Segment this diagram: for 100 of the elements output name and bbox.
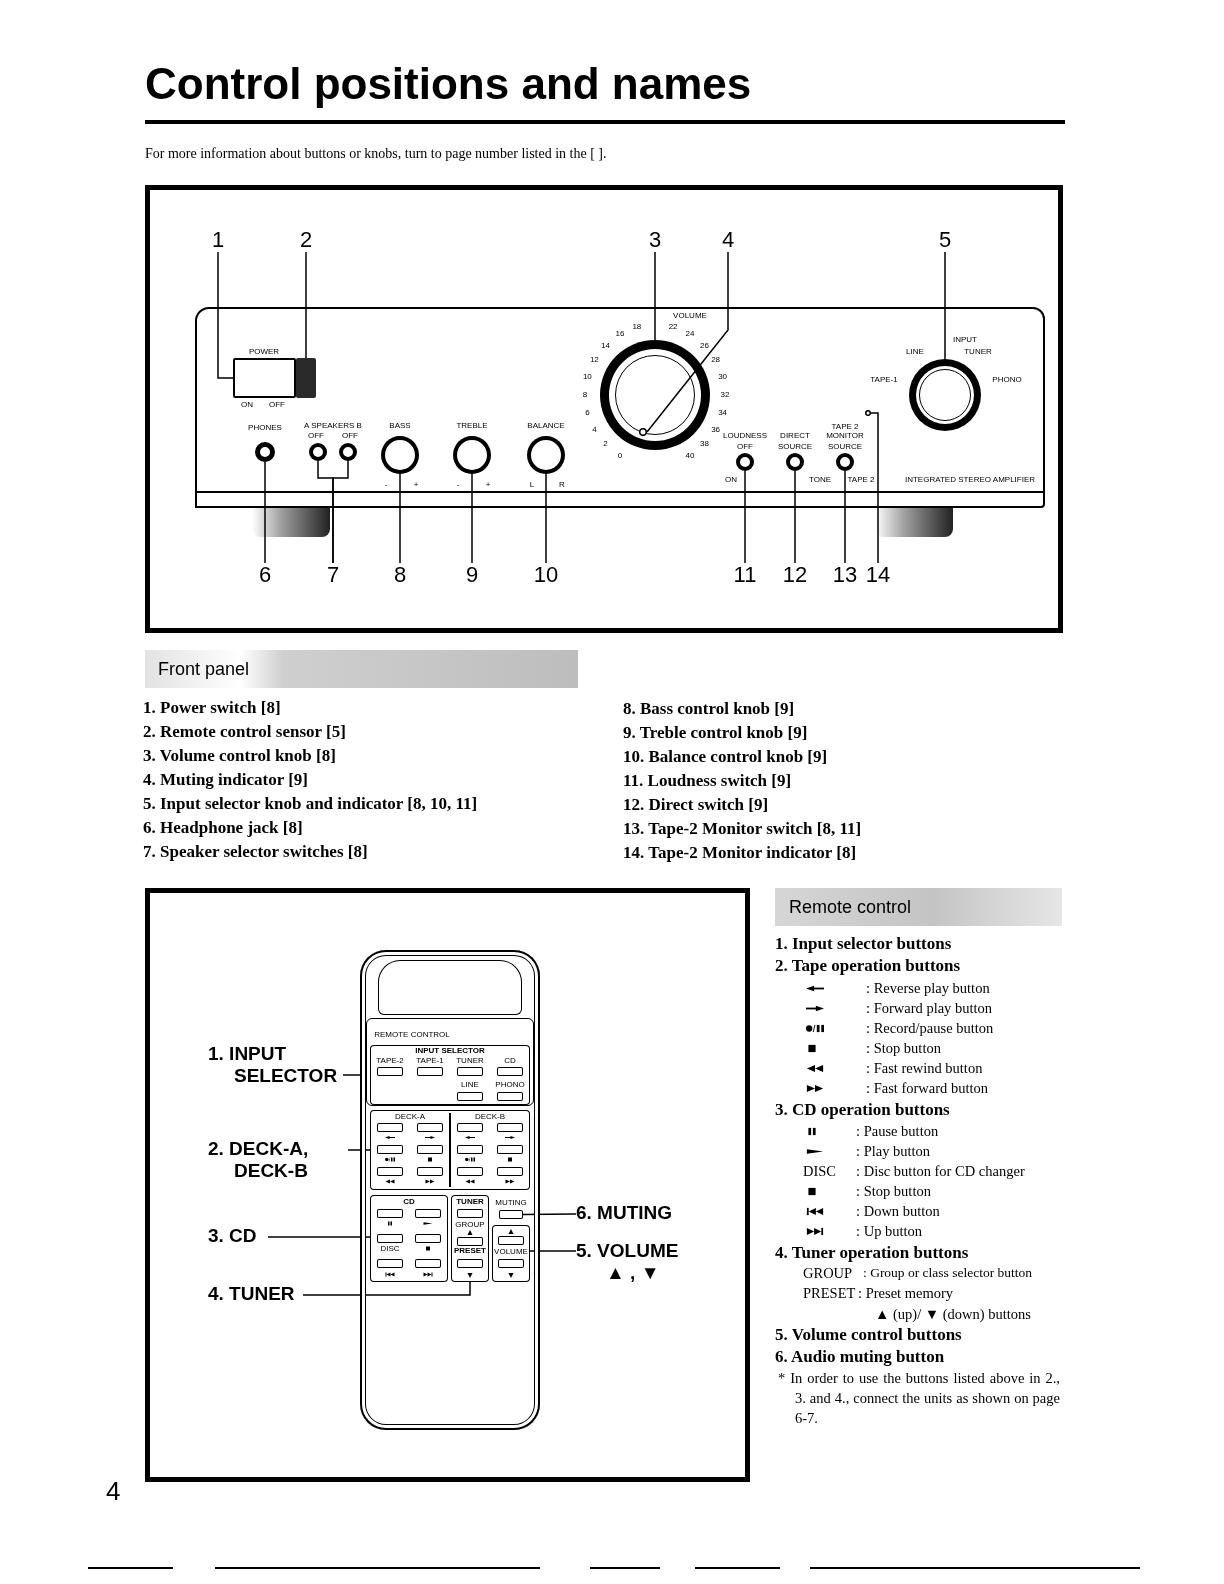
panel-label: L bbox=[529, 481, 535, 489]
scale-number: 30 bbox=[718, 372, 728, 381]
list-item: 4. Tuner operation buttons bbox=[775, 1242, 969, 1264]
leader-line bbox=[267, 1236, 371, 1238]
list-entry: : Reverse play button bbox=[866, 979, 990, 998]
panel-label: INPUT bbox=[953, 336, 977, 344]
list-entry: DISC bbox=[803, 1162, 837, 1181]
callout-number: 9 bbox=[458, 563, 486, 589]
scale-number: 12 bbox=[589, 356, 599, 364]
list-item: 4. Muting indicator [9] bbox=[143, 769, 308, 791]
scale-number: 0 bbox=[617, 451, 623, 460]
balance-knob bbox=[527, 436, 565, 474]
callout-number: 13 bbox=[831, 563, 859, 589]
list-item: 2. Remote control sensor [5] bbox=[143, 721, 346, 743]
leader-line bbox=[794, 470, 796, 564]
panel-label: VOLUME bbox=[673, 312, 707, 320]
leader-line bbox=[654, 251, 656, 341]
leader-line bbox=[844, 470, 846, 564]
panel-label: LOUDNESS bbox=[723, 432, 767, 440]
scale-number: 38 bbox=[700, 440, 709, 449]
panel-label: SOURCE bbox=[777, 443, 813, 451]
scale-number: 16 bbox=[615, 330, 625, 339]
leader-line bbox=[744, 470, 746, 564]
callout-number: 4 bbox=[718, 228, 738, 252]
panel-label: LINE bbox=[906, 348, 924, 356]
button-label: CD bbox=[504, 1057, 516, 1065]
remote-control-body bbox=[360, 950, 540, 1430]
list-entry: : Forward play button bbox=[866, 999, 993, 1018]
leader-line bbox=[545, 473, 547, 564]
scale-number: 28 bbox=[711, 356, 721, 364]
leader-line bbox=[529, 1250, 577, 1252]
button-label: TAPE-1 bbox=[416, 1057, 444, 1065]
list-entry: : Play button bbox=[856, 1142, 931, 1161]
list-item: 1. Input selector buttons bbox=[775, 933, 952, 955]
button-panel bbox=[370, 1110, 530, 1190]
scale-number: 26 bbox=[700, 341, 709, 350]
button-label: PRESET bbox=[454, 1247, 486, 1255]
leader-line bbox=[217, 251, 234, 379]
list-item: 1. Power switch [8] bbox=[143, 697, 281, 719]
callout-label: 2. DECK-A, DECK-B bbox=[208, 1138, 348, 1183]
list-item: 6. Audio muting button bbox=[775, 1346, 945, 1368]
panel-label: PHONES bbox=[248, 424, 282, 432]
scale-number: 40 bbox=[685, 451, 695, 460]
list-item: 2. Tape operation buttons bbox=[775, 955, 961, 977]
button-label: TAPE-2 bbox=[376, 1057, 404, 1065]
list-item: 5. Input selector knob and indicator [8, 10, 11] bbox=[143, 793, 478, 815]
push-switch bbox=[836, 453, 854, 471]
leader-line bbox=[264, 461, 266, 564]
list-item: 9. Treble control knob [9] bbox=[623, 722, 808, 744]
panel-label: TUNER bbox=[964, 348, 992, 356]
list-item: 5. Volume control buttons bbox=[775, 1324, 962, 1346]
scale-number: 22 bbox=[668, 323, 678, 332]
list-entry: GROUP bbox=[803, 1264, 853, 1283]
callout-number: 7 bbox=[319, 563, 347, 589]
volume-knob bbox=[600, 340, 710, 450]
panel-label: SOURCE bbox=[827, 443, 863, 451]
leader-line bbox=[944, 251, 946, 360]
panel-label: A SPEAKERS B bbox=[304, 422, 362, 430]
callout-number: 10 bbox=[531, 563, 561, 589]
button-label: TUNER bbox=[456, 1057, 484, 1065]
button-label: INPUT SELECTOR bbox=[415, 1047, 485, 1055]
leader-line bbox=[522, 1213, 577, 1216]
list-entry: ▲ (up)/ ▼ (down) buttons bbox=[875, 1305, 1031, 1324]
button-label: LINE bbox=[461, 1081, 479, 1089]
list-entry: : Stop button bbox=[866, 1039, 941, 1058]
leader-line bbox=[332, 460, 349, 564]
button-panel bbox=[370, 1045, 530, 1105]
leader-line bbox=[347, 1149, 371, 1151]
list-entry: : Fast rewind button bbox=[866, 1059, 983, 1078]
bass-knob bbox=[381, 436, 419, 474]
list-entry: : Up button bbox=[856, 1222, 923, 1241]
treble-knob bbox=[453, 436, 491, 474]
indicator-light bbox=[639, 428, 647, 436]
button-label: DECK-B bbox=[474, 1113, 506, 1121]
list-entry: PRESET bbox=[803, 1284, 856, 1303]
callout-number: 2 bbox=[296, 228, 316, 252]
display-window bbox=[378, 960, 522, 1015]
panel-label: OFF bbox=[269, 401, 285, 409]
list-entry: : Down button bbox=[856, 1202, 940, 1221]
input-selector-knob bbox=[909, 359, 981, 431]
scale-number: 14 bbox=[601, 341, 610, 350]
list-item: 8. Bass control knob [9] bbox=[623, 698, 795, 720]
scale-number: 36 bbox=[711, 426, 721, 434]
list-entry: : Group or class selector button bbox=[863, 1264, 1033, 1282]
indicator-light bbox=[865, 410, 871, 416]
button-panel bbox=[370, 1195, 448, 1282]
footnote: * In order to use the buttons listed above in 2., 3. and 4., connect the units as shown on page 6-7. bbox=[778, 1369, 1060, 1428]
leader-line bbox=[305, 251, 307, 359]
panel-label: PHONO bbox=[992, 376, 1022, 384]
list-item: 3. CD operation buttons bbox=[775, 1099, 950, 1121]
scale-number: 4 bbox=[592, 426, 597, 434]
list-item: 11. Loudness switch [9] bbox=[623, 770, 792, 792]
list-item: 7. Speaker selector switches [8] bbox=[143, 841, 368, 863]
scale-number: 10 bbox=[582, 372, 592, 381]
list-item: 13. Tape-2 Monitor switch [8, 11] bbox=[623, 818, 862, 840]
list-item: 6. Headphone jack [8] bbox=[143, 817, 303, 839]
panel-label: + bbox=[413, 481, 419, 489]
push-switch bbox=[786, 453, 804, 471]
panel-label: R bbox=[559, 481, 565, 489]
panel-label: INTEGRATED STEREO AMPLIFIER bbox=[904, 476, 1036, 484]
